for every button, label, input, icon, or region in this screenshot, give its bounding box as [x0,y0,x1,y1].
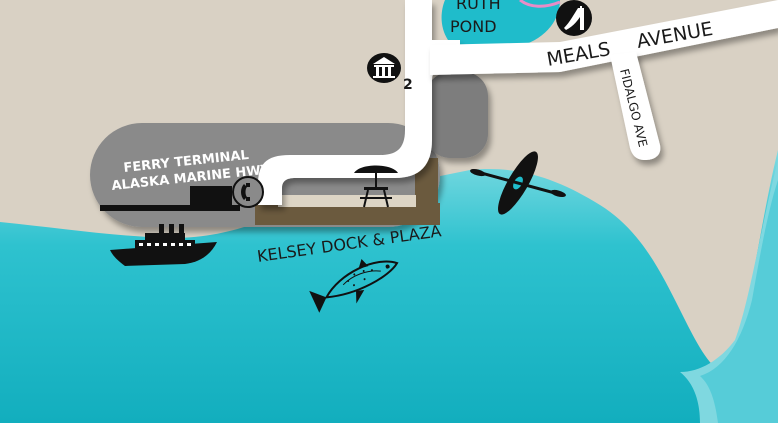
phone-icon[interactable] [232,176,264,208]
museum-number: 2 [403,77,413,93]
pond-path [519,0,561,8]
salmon-fish-icon [309,259,399,313]
kayak-icon [470,151,566,215]
pond-label-line1: RUTH [456,0,501,13]
parking-area [426,72,488,158]
playground-slide-icon[interactable] [556,0,592,36]
terminal-building [190,186,232,208]
water-body [0,150,778,423]
picnic-table-icon [354,165,398,208]
dock-base [255,203,440,225]
ruth-pond [441,0,560,49]
road-vertical [258,0,460,205]
museum-icon[interactable] [367,53,401,83]
ferry-ship-icon [110,224,217,266]
pond-label-line2: POND [450,17,497,36]
terminal-pier [100,205,240,211]
stream-highlight [700,180,778,423]
road-meals-avenue [430,0,778,75]
dock-deck [278,195,416,207]
road-fidalgo-ave [610,52,661,160]
